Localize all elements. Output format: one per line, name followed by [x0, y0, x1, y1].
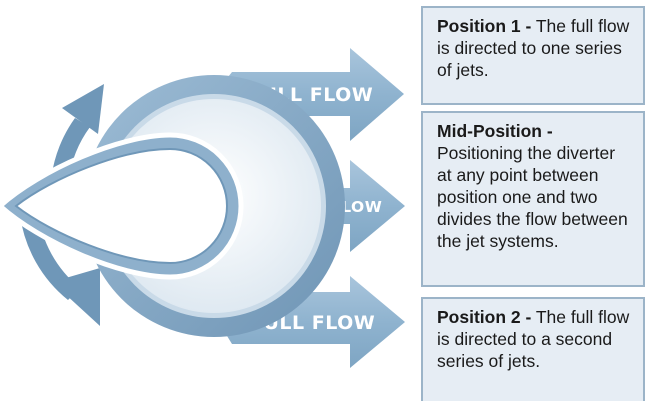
mid-position-box: Mid-Position - Positioning the diverter … — [421, 111, 645, 287]
mid-position-text: Positioning the diverter at any point be… — [437, 143, 628, 251]
position-1-text: The full flow is directed to one series … — [437, 16, 630, 80]
position-2-box: Position 2 - The full flow is directed t… — [421, 297, 645, 401]
position-2-text: The full flow is directed to a second se… — [437, 307, 630, 371]
position-1-box: Position 1 - The full flow is directed t… — [421, 6, 645, 105]
position-1-title: Position 1 - — [437, 16, 532, 36]
mid-position-title: Mid-Position - — [437, 121, 553, 141]
position-2-title: Position 2 - — [437, 307, 532, 327]
diverter-dial — [0, 75, 345, 337]
